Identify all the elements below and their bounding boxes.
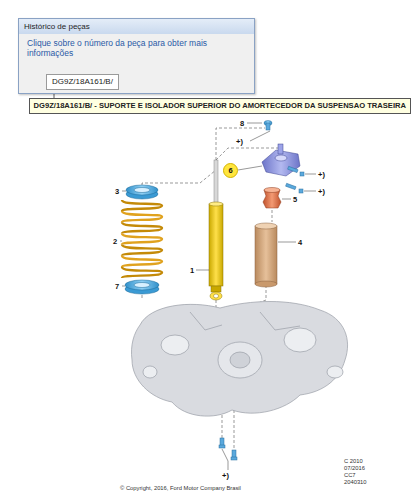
spring-coil [122, 222, 162, 233]
node-text: Clique sobre o número da peça para obter… [19, 34, 254, 58]
spring-coil [122, 211, 162, 222]
node-text: DG9Z/18A161/B/ - SUPORTE E ISOLADOR SUPE… [34, 101, 406, 111]
callout-number: 5 [293, 195, 297, 204]
callout-number: +) [318, 170, 325, 179]
callout-number: 2 [113, 237, 117, 246]
callout-circle: 6 [223, 163, 238, 178]
window-title: Histórico de peças [19, 19, 254, 34]
spring-coil [122, 267, 162, 278]
callout-number: +) [236, 137, 243, 146]
copyright-note: 2040310 [344, 479, 367, 486]
copyright-note: © Copyright, 2016, Ford Motor Company Br… [120, 485, 241, 492]
parts-history-window: Histórico de peçasClique sobre o número … [18, 18, 255, 94]
copyright-note: C 2010 [344, 458, 363, 465]
spring-coil [122, 233, 162, 244]
copyright-note: 07/2016 [344, 465, 365, 472]
spring-coil [122, 256, 162, 267]
part-number-box: DG9Z/18A161/B/ [46, 74, 119, 90]
callout-number: +) [222, 471, 229, 480]
node-text: DG9Z/18A161/B/ [52, 77, 113, 87]
copyright-note: CC7 [344, 472, 356, 479]
callout-number: +) [318, 187, 325, 196]
callout-number: 3 [115, 187, 119, 196]
node-text: 6 [224, 164, 237, 177]
callout-number: 4 [298, 238, 302, 247]
callout-number: 7 [115, 282, 119, 291]
spring-coil [122, 200, 162, 211]
part-tooltip: DG9Z/18A161/B/ - SUPORTE E ISOLADOR SUPE… [29, 98, 411, 114]
callout-number: 8 [240, 119, 244, 128]
spring-coil [122, 245, 162, 256]
callout-number: 1 [190, 266, 194, 275]
